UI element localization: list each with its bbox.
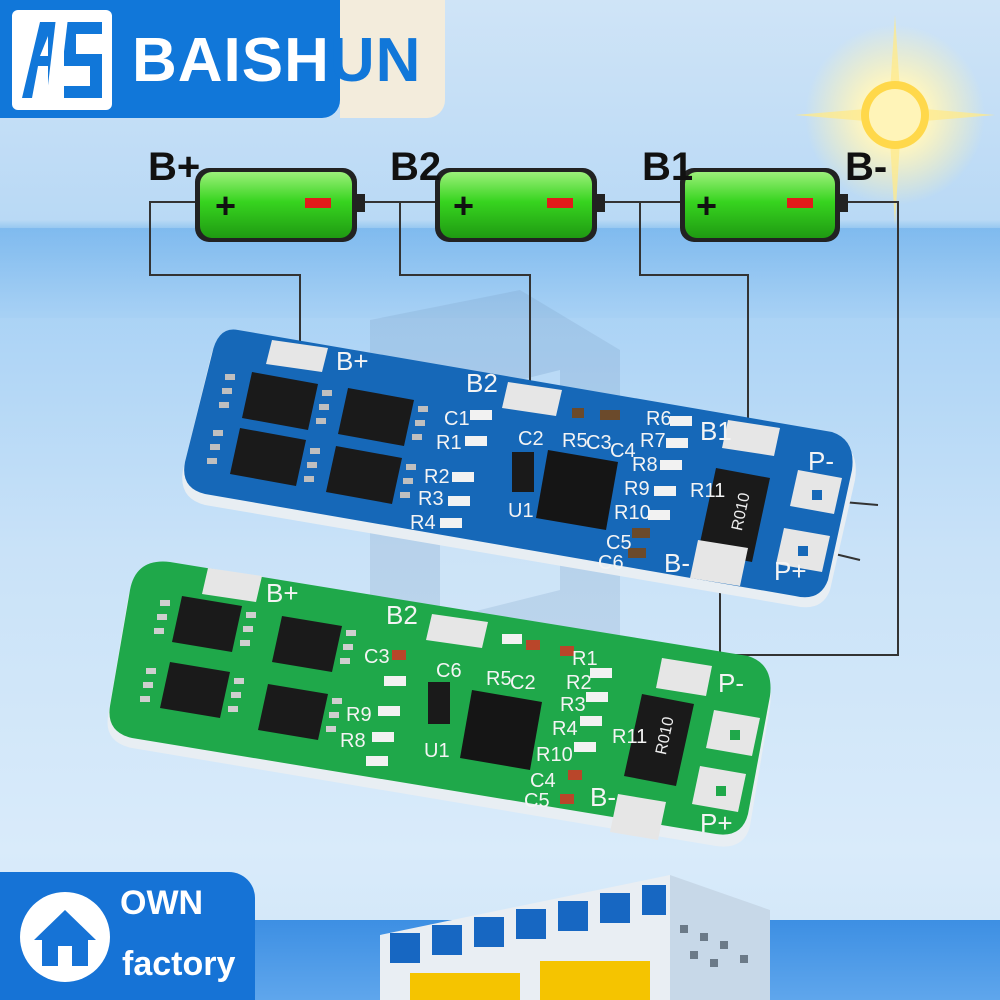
battery-plus-2: +: [453, 185, 474, 226]
blue-silk-c4: C4: [610, 440, 636, 462]
background-band: [0, 228, 1000, 318]
blue-silk-r9: R9: [624, 478, 650, 500]
battery-cell-1: [195, 168, 365, 242]
green-silk-c5: C5: [524, 790, 550, 812]
green-silk-r2: R2: [566, 672, 592, 694]
green-silk-c2: C2: [510, 672, 536, 694]
blue-silk-c3: C3: [586, 432, 612, 454]
blue-silk-c2: C2: [518, 428, 544, 450]
blue-silk-r3: R3: [418, 488, 444, 510]
brand-name: BAISHUN: [132, 26, 422, 95]
shunt-resistor: [698, 468, 770, 562]
terminal-label-b-minus: B-: [845, 145, 888, 189]
brand-logo: BAISHUN: [0, 0, 445, 118]
badge-line-own: OWN: [120, 884, 204, 922]
blue-pad-label-p-plus: P+: [774, 556, 807, 586]
blue-silk-r2: R2: [424, 466, 450, 488]
blue-silk-r10: R10: [614, 502, 651, 524]
green-silk-r5: R5: [486, 668, 512, 690]
blue-pad-label-b2: B2: [466, 368, 498, 398]
green-silk-u1: U1: [424, 740, 450, 762]
blue-pad-label-b1: B1: [700, 416, 732, 446]
blue-silk-u1: U1: [508, 500, 534, 522]
green-silk-r1: R1: [572, 648, 598, 670]
green-silk-r8: R8: [340, 730, 366, 752]
green-silk-r10: R10: [536, 744, 573, 766]
mosfet-chip: [230, 372, 414, 504]
brand-emblem: [12, 10, 112, 110]
blue-silk-c5: C5: [606, 532, 632, 554]
blue-silk-c6: C6: [598, 552, 624, 574]
green-silk-r9: R9: [346, 704, 372, 726]
green-silk-r11: R11: [612, 726, 648, 748]
terminal-label-b2: B2: [390, 145, 442, 189]
blue-silk-r5: R5: [562, 430, 588, 452]
battery-plus-3: +: [696, 185, 717, 226]
battery-cell-2: [435, 168, 605, 242]
green-silk-r4: R4: [552, 718, 578, 740]
green-pad-label-p-plus: P+: [700, 808, 733, 838]
badge-line-factory: factory: [122, 945, 236, 983]
blue-silk-r1: R1: [436, 432, 462, 454]
factory-illustration: [380, 875, 770, 1000]
controller-ic: [536, 450, 618, 530]
terminal-label-b-plus: B+: [148, 145, 201, 189]
blue-pad-label-b-minus: B-: [664, 548, 690, 578]
blue-silk-r8: R8: [632, 454, 658, 476]
green-pad-label-b-minus: B-: [590, 782, 616, 812]
sun-icon: [795, 15, 995, 225]
terminal-label-b1: B1: [642, 145, 694, 189]
brand-emblem-icon: [22, 18, 102, 102]
battery-cell-3: [680, 168, 848, 242]
solder-pad: [266, 340, 842, 586]
blue-pad-label-p-minus: P-: [808, 446, 834, 476]
blue-silk-r6: R6: [646, 408, 672, 430]
green-silk-c6: C6: [436, 660, 462, 682]
green-silk-r3: R3: [560, 694, 586, 716]
green-silk-c4: C4: [530, 770, 556, 792]
green-pad-label-b2: B2: [386, 600, 418, 630]
green-silk-c3: C3: [364, 646, 390, 668]
green-pad-label-p-minus: P-: [718, 668, 744, 698]
blue-silk-c1: C1: [444, 408, 470, 430]
home-icon: [20, 892, 110, 982]
blue-silk-r11: R11: [690, 480, 726, 502]
blue-pad-label-b-plus: B+: [336, 346, 369, 376]
battery-plus-1: +: [215, 185, 236, 226]
blue-silk-r7: R7: [640, 430, 666, 452]
blue-silk-r4: R4: [410, 512, 436, 534]
green-pad-label-b-plus: B+: [266, 578, 299, 608]
